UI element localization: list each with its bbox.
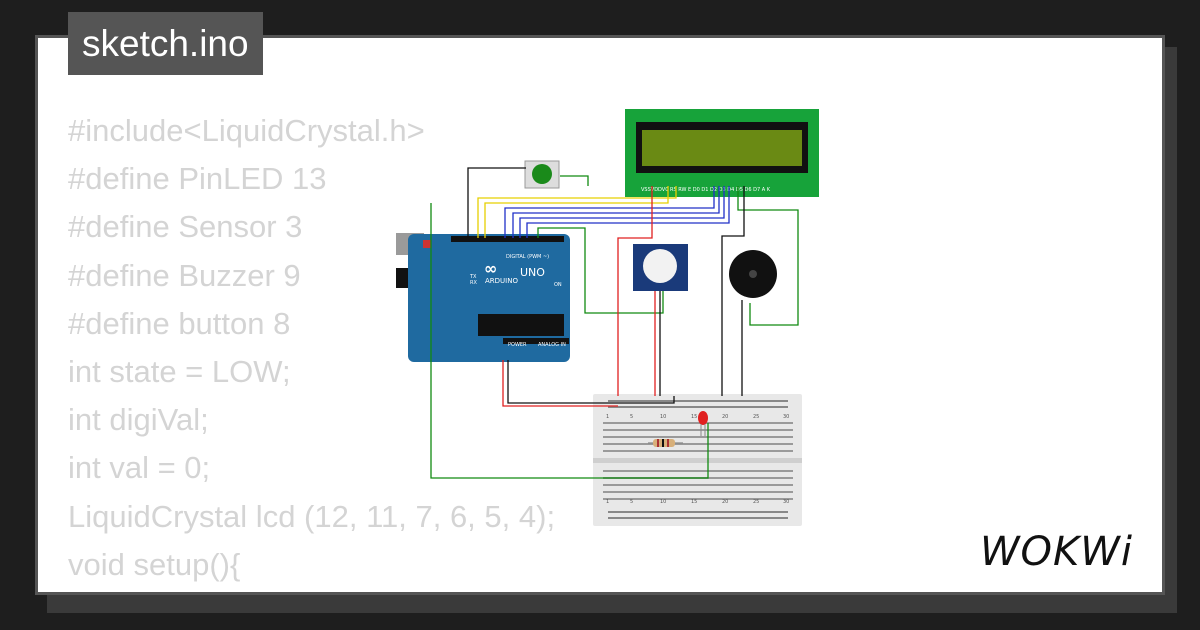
wire-black bbox=[467, 167, 526, 238]
code-line: void setup(){ bbox=[68, 546, 241, 582]
arduino-model: UNO bbox=[520, 266, 545, 279]
wire-blue bbox=[519, 186, 725, 238]
wokwi-logo: WOKWi bbox=[980, 529, 1133, 575]
wire-black bbox=[507, 360, 675, 404]
wire-blue bbox=[504, 186, 715, 238]
breadboard-number: 5 bbox=[630, 414, 633, 420]
wire-red bbox=[617, 186, 653, 396]
preview-card: #include<LiquidCrystal.h> #define PinLED … bbox=[35, 35, 1165, 595]
code-line: #define PinLED 13 bbox=[68, 161, 327, 197]
wire-green bbox=[430, 203, 709, 479]
breadboard-number: 10 bbox=[660, 499, 666, 505]
wire-red bbox=[502, 360, 618, 407]
breadboard-number: 1 bbox=[606, 414, 609, 420]
breadboard-number: 30 bbox=[783, 414, 789, 420]
breadboard-number: 1 bbox=[606, 499, 609, 505]
arduino-brand: ARDUINO bbox=[485, 277, 518, 285]
wires bbox=[430, 167, 799, 479]
breadboard-number: 15 bbox=[691, 499, 697, 505]
code-line: int val = 0; bbox=[68, 450, 211, 486]
wire-blue bbox=[512, 186, 720, 238]
wire-green bbox=[537, 227, 664, 314]
breadboard-number: 20 bbox=[722, 414, 728, 420]
pir-sensor bbox=[633, 244, 688, 291]
analog-label: ANALOG IN bbox=[538, 342, 566, 348]
wire-black bbox=[721, 186, 745, 396]
code-line: int digiVal; bbox=[68, 402, 209, 438]
code-listing: #include<LiquidCrystal.h> #define PinLED … bbox=[68, 107, 555, 589]
breadboard-number: 10 bbox=[660, 414, 666, 420]
breadboard: 1 5 10 15 20 25 30 1 5 10 15 20 25 30 bbox=[593, 394, 802, 526]
code-line: #define Buzzer 9 bbox=[68, 257, 301, 293]
buzzer bbox=[729, 250, 777, 298]
on-label: ON bbox=[554, 282, 562, 288]
code-line: #include<LiquidCrystal.h> bbox=[68, 113, 425, 148]
wire-blue bbox=[526, 186, 730, 238]
breadboard-number: 25 bbox=[753, 499, 759, 505]
file-tab[interactable]: sketch.ino bbox=[68, 12, 263, 75]
breadboard-number: 30 bbox=[783, 499, 789, 505]
arduino-uno: ∞ ARDUINO UNO DIGITAL (PWM ~) POWER ANAL… bbox=[396, 233, 570, 362]
power-label: POWER bbox=[508, 342, 527, 348]
lcd-display: VSSVDDV0 RS RW E D0 D1 D2 D3 D4 D5 D6 D7… bbox=[625, 109, 819, 197]
led bbox=[698, 411, 708, 436]
wire-yellow bbox=[477, 186, 677, 238]
wire-green bbox=[560, 175, 589, 186]
rx-label: RX bbox=[470, 280, 477, 286]
code-line: #define Sensor 3 bbox=[68, 209, 303, 245]
wire-yellow bbox=[484, 186, 669, 238]
logo-text: WOKWi bbox=[980, 529, 1133, 575]
breadboard-number: 5 bbox=[630, 499, 633, 505]
breadboard-number: 20 bbox=[722, 499, 728, 505]
svg-text:∞: ∞ bbox=[484, 259, 497, 278]
circuit-diagram: 1 5 10 15 20 25 30 1 5 10 15 20 25 30 VS… bbox=[396, 109, 819, 526]
code-line: LiquidCrystal lcd (12, 11, 7, 6, 5, 4); bbox=[68, 498, 556, 534]
lcd-pin-labels: VSSVDDV0 RS RW E D0 D1 D2 D3 D4 D5 D6 D7… bbox=[641, 187, 771, 193]
tx-label: TX bbox=[469, 274, 477, 280]
resistor bbox=[648, 439, 683, 447]
push-button bbox=[524, 160, 560, 189]
breadboard-number: 25 bbox=[753, 414, 759, 420]
code-line: int state = LOW; bbox=[68, 354, 291, 390]
breadboard-number: 15 bbox=[691, 414, 697, 420]
digital-label: DIGITAL (PWM ~) bbox=[506, 254, 549, 260]
wire-green bbox=[737, 186, 799, 326]
code-line: #define button 8 bbox=[68, 305, 291, 341]
